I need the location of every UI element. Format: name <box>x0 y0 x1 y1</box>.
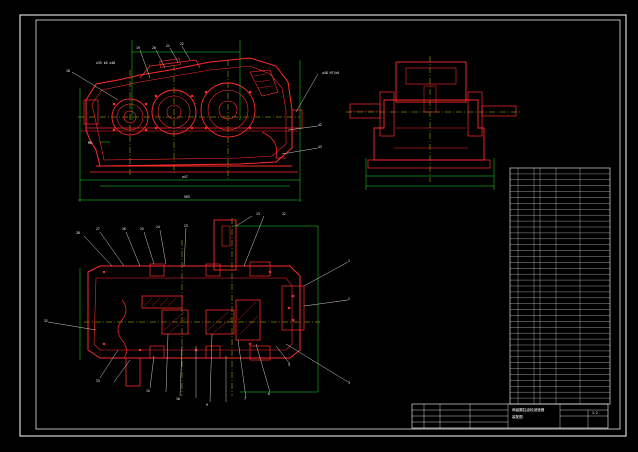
svg-text:⌀35 k6 ⌀48: ⌀35 k6 ⌀48 <box>96 61 115 65</box>
parts-list-table <box>509 167 611 405</box>
svg-text:23: 23 <box>184 224 188 228</box>
title-line-2: 装配图 <box>512 414 523 419</box>
svg-text:1: 1 <box>348 259 350 263</box>
svg-text:2: 2 <box>348 297 350 301</box>
svg-text:M8: M8 <box>88 141 92 145</box>
inner-border <box>35 19 621 430</box>
outer-border <box>19 14 627 437</box>
svg-text:⌀47: ⌀47 <box>182 175 188 179</box>
svg-text:21: 21 <box>166 44 170 48</box>
svg-text:⌀48 H7/k6: ⌀48 H7/k6 <box>322 71 339 75</box>
title-line-1: 两级圆柱齿轮减速器 <box>512 407 545 412</box>
svg-text:28: 28 <box>76 231 80 235</box>
svg-text:20: 20 <box>152 46 156 50</box>
svg-text:18: 18 <box>66 69 70 73</box>
svg-text:33: 33 <box>96 379 100 383</box>
svg-text:15: 15 <box>146 389 150 393</box>
svg-text:27: 27 <box>96 227 100 231</box>
svg-text:32: 32 <box>44 319 48 323</box>
svg-text:25: 25 <box>140 227 144 231</box>
svg-text:6: 6 <box>268 392 270 396</box>
side-view <box>346 56 520 190</box>
top-section-view: 28 27 26 25 24 23 13 12 32 1 2 3 33 15 1… <box>44 212 350 407</box>
scale-label: 1:2 <box>592 411 598 415</box>
front-view: ⌀35 k6 ⌀48 ⌀48 H7/k6 M8 ⌀47 565 18 19 20… <box>66 40 339 202</box>
svg-text:24: 24 <box>156 225 160 229</box>
svg-text:26: 26 <box>122 227 126 231</box>
svg-text:12: 12 <box>282 212 286 216</box>
svg-text:5: 5 <box>288 363 290 367</box>
svg-text:42: 42 <box>318 123 322 127</box>
svg-text:10: 10 <box>176 397 180 401</box>
svg-text:7: 7 <box>244 397 246 401</box>
svg-text:19: 19 <box>136 46 140 50</box>
svg-text:22: 22 <box>180 42 184 46</box>
title-block: 两级圆柱齿轮减速器 装配图 1:2 <box>411 403 609 429</box>
svg-text:565: 565 <box>184 195 190 199</box>
svg-text:43: 43 <box>318 145 322 149</box>
svg-text:9: 9 <box>206 403 208 407</box>
svg-text:3: 3 <box>348 381 350 385</box>
svg-text:13: 13 <box>256 212 260 216</box>
